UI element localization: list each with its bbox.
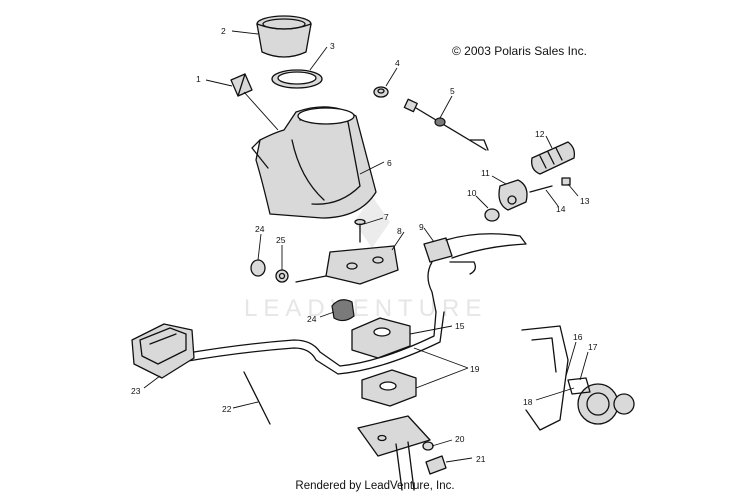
callout-10: 10: [467, 188, 477, 198]
handlebar: [181, 311, 445, 375]
callout-24-upper: 24: [255, 224, 265, 234]
part-24-knob-upper: [250, 259, 266, 277]
callout-16: 16: [573, 332, 583, 342]
callout-19: 19: [470, 364, 480, 374]
callout-labels: 2 3 1 4 5 6 7 8 9 10 11 12 13 14 15 16 1…: [131, 26, 598, 464]
copyright-notice: © 2003 Polaris Sales Inc.: [452, 44, 587, 58]
part-1-clip: [230, 73, 253, 97]
part-12-grip: [531, 141, 576, 175]
callout-21: 21: [476, 454, 486, 464]
callout-18: 18: [523, 397, 533, 407]
watermark-text: LEADVENTURE: [244, 295, 487, 322]
part-3-ring: [271, 69, 323, 89]
callout-9: 9: [419, 222, 424, 232]
callout-1: 1: [196, 74, 201, 84]
brake-assembly-inset: [521, 325, 635, 431]
callout-25: 25: [276, 235, 286, 245]
part-13-nut: [561, 177, 571, 186]
callout-12: 12: [535, 129, 545, 139]
leader-lines: [143, 30, 589, 463]
watermark: LEADVENTURE: [244, 196, 487, 322]
steering-plate: [357, 415, 431, 491]
brake-hose: [427, 261, 437, 313]
part-23-switch-housing: [131, 323, 195, 379]
callout-6: 6: [387, 158, 392, 168]
part-6-headlight-pod: [251, 106, 377, 219]
callout-11: 11: [481, 168, 490, 178]
callout-7: 7: [384, 212, 389, 222]
callout-15: 15: [455, 321, 465, 331]
callout-4: 4: [395, 58, 400, 68]
part-22-cable-tie: [243, 371, 271, 425]
callout-23: 23: [131, 386, 141, 396]
callout-20: 20: [455, 434, 465, 444]
part-8-mount-plate: [295, 245, 399, 285]
callout-3: 3: [330, 41, 335, 51]
part-7-screw: [354, 218, 366, 243]
part-24-knob-lower: [331, 299, 355, 322]
part-19-lower-clamp: [361, 369, 417, 407]
callout-8: 8: [397, 226, 402, 236]
callout-5: 5: [450, 86, 455, 96]
callout-22: 22: [222, 404, 232, 414]
part-21-clip: [425, 455, 447, 475]
callout-24-lower: 24: [307, 314, 317, 324]
callout-13: 13: [580, 196, 590, 206]
callout-2: 2: [221, 26, 226, 36]
callout-14: 14: [556, 204, 566, 214]
footer-credit: Rendered by LeadVenture, Inc.: [295, 480, 455, 492]
callout-17: 17: [588, 342, 598, 352]
part-2-ring: [256, 15, 312, 58]
part-11-throttle-housing: [498, 179, 528, 211]
watermark-logo-icon: [354, 196, 390, 248]
part-10-collar: [484, 208, 500, 222]
part-4-washer: [373, 86, 389, 98]
part-20-nut: [422, 441, 434, 451]
part-9-brake-lever: [423, 233, 527, 275]
part-25-bushing: [275, 269, 289, 283]
part-14-screw: [529, 185, 553, 193]
part-15-upper-clamp: [351, 317, 411, 359]
